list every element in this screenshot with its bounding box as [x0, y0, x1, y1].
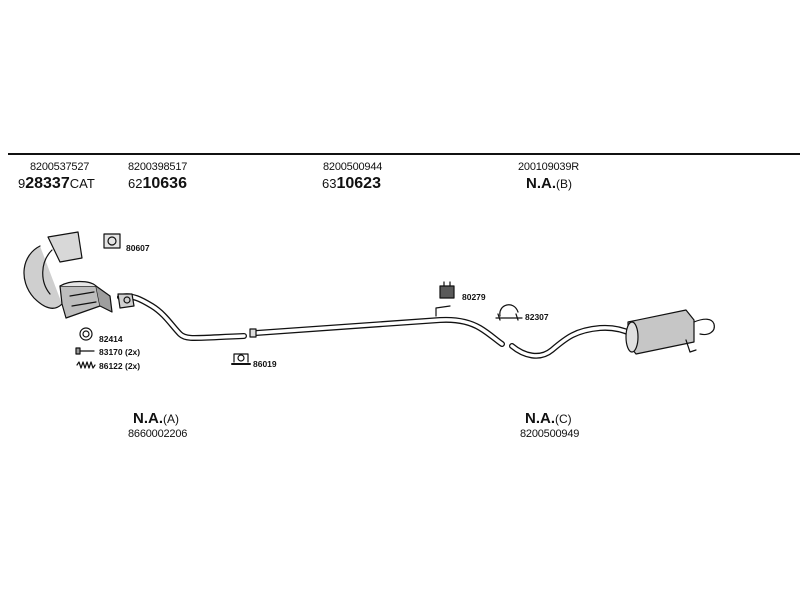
oem-number-col4: 200109039R — [518, 161, 580, 173]
u-clamp-icon — [495, 304, 523, 321]
callout-hanger: 80279 — [462, 292, 486, 302]
part-number-col2: 6210636 — [128, 175, 187, 192]
oem-number-col3: 8200500944 — [323, 161, 383, 173]
catalytic-converter — [23, 231, 113, 319]
callout-clamp-rear: 82307 — [525, 312, 549, 322]
rear-muffler — [509, 309, 715, 359]
oem-number-col1: 8200537527 — [30, 161, 90, 173]
callout-spring: 86122 (2x) — [99, 361, 141, 371]
oem-number-c: 8200500949 — [520, 428, 580, 440]
part-number-col1: 928337CAT — [18, 175, 95, 192]
part-number-col4: N.A.(B) — [526, 175, 572, 192]
callout-gasket: 80607 — [126, 243, 150, 253]
callout-bolt: 83170 (2x) — [99, 347, 141, 357]
oem-number-col2: 8200398517 — [128, 161, 188, 173]
oem-number-a: 8660002206 — [128, 428, 188, 440]
header-divider — [8, 153, 800, 155]
callout-clamp-front: 86019 — [253, 359, 277, 369]
spring-icon — [76, 361, 96, 369]
clamp-icon — [231, 353, 251, 365]
part-number-col3: 6310623 — [322, 175, 381, 192]
callout-ring: 82414 — [99, 334, 123, 344]
rubber-hanger-icon — [439, 281, 455, 299]
bolt-icon — [75, 347, 95, 355]
middle-pipe — [249, 305, 505, 347]
gasket-icon — [103, 233, 121, 249]
part-label-c: N.A.(C) — [525, 410, 572, 427]
ring-gasket-icon — [79, 327, 93, 341]
part-label-a: N.A.(A) — [133, 410, 179, 427]
front-pipe — [117, 293, 247, 341]
